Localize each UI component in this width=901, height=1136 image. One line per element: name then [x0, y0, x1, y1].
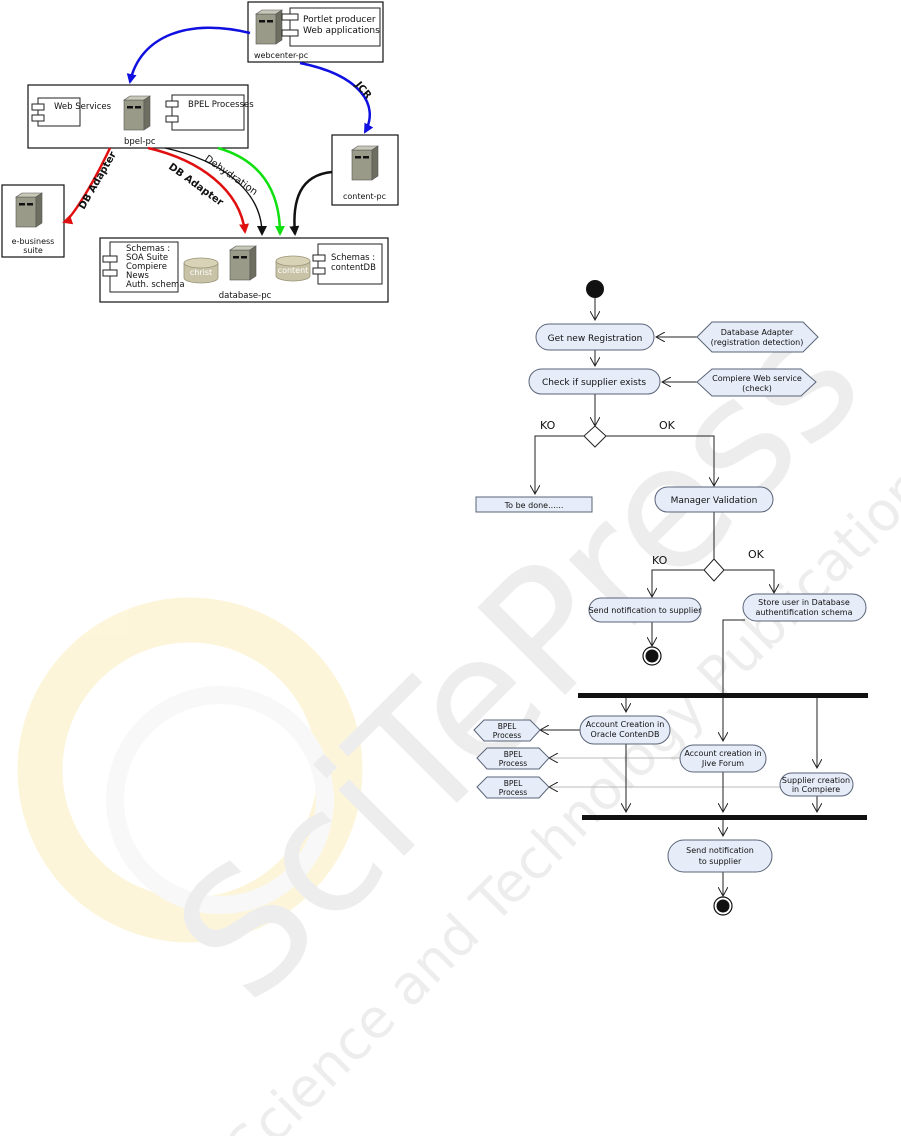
db-schema-left-0: Schemas : — [126, 244, 170, 254]
svg-text:Get new Registration: Get new Registration — [548, 334, 643, 344]
db-schema-left-2: Compiere — [126, 262, 167, 272]
server-icon — [229, 245, 257, 281]
db-schema-left-4: Auth. schema — [126, 280, 185, 290]
node-e-business-suite: e-business suite — [1, 184, 65, 258]
svg-text:Compiere Web service: Compiere Web service — [712, 374, 802, 383]
svg-text:to supplier: to supplier — [699, 857, 742, 866]
branch-label-ko-1: KO — [540, 419, 556, 432]
action-check-supplier: Check if supplier exists — [528, 368, 661, 395]
action-store-user: Store user in Database authentification … — [742, 593, 867, 622]
svg-text:in Compiere: in Compiere — [792, 785, 840, 794]
action-to-be-done: To be done...... — [475, 496, 593, 513]
server-icon — [123, 95, 151, 131]
content-host-label: content-pc — [343, 192, 386, 201]
edge-label-jcr: JCR — [352, 79, 373, 101]
action-send-notification: Send notification to supplier — [588, 597, 703, 623]
decision-manager — [703, 558, 725, 582]
action-get-registration: Get new Registration — [535, 323, 655, 351]
bpel-component-web-services: Web Services — [54, 102, 112, 112]
edge-bpel-ebusiness — [62, 147, 112, 225]
svg-text:To be done......: To be done...... — [504, 501, 564, 510]
svg-text:BPEL: BPEL — [504, 779, 523, 788]
svg-text:Send notification: Send notification — [686, 846, 754, 855]
branch-label-ko-2: KO — [652, 554, 668, 567]
svg-text:Process: Process — [499, 759, 528, 768]
action-manager-validation: Manager Validation — [654, 486, 774, 513]
svg-text:Store user in Database: Store user in Database — [758, 598, 850, 607]
db-schema-right-0: Schemas : — [331, 253, 375, 263]
webcenter-component-2: Web applications — [303, 26, 380, 36]
bpel-component-bpel-processes: BPEL Processes — [188, 100, 254, 110]
svg-text:Process: Process — [499, 788, 528, 797]
db-schema-left-1: SOA Suite — [126, 253, 168, 263]
service-compiere-web-service: Compiere Web service (check) — [696, 368, 817, 397]
decision-supplier-exists — [583, 425, 607, 448]
service-bpel-process-1: BPEL Process — [473, 719, 541, 742]
action-account-jive: Account creation in Jive Forum — [679, 744, 767, 773]
svg-text:Process: Process — [493, 731, 522, 740]
svg-text:(check): (check) — [742, 384, 772, 393]
join-bar — [582, 815, 867, 820]
node-webcenter-pc: Portlet producer Web applications webcen… — [247, 1, 384, 63]
svg-text:Database Adapter: Database Adapter — [721, 328, 794, 337]
svg-text:Send notification to supplier: Send notification to supplier — [589, 606, 703, 615]
svg-text:Account creation in: Account creation in — [684, 749, 761, 758]
database-host-label: database-pc — [219, 291, 272, 301]
edge-content-database — [289, 170, 333, 236]
server-icon — [351, 145, 379, 181]
node-database-pc: Schemas : SOA Suite Compiere News Auth. … — [99, 237, 389, 303]
node-content-pc: content-pc — [331, 134, 399, 206]
fork-bar — [578, 693, 868, 698]
svg-text:Account Creation in: Account Creation in — [586, 720, 665, 729]
db-schema-left-3: News — [126, 271, 150, 281]
svg-text:Jive Forum: Jive Forum — [701, 759, 744, 768]
db-christ-label: christ — [190, 268, 212, 277]
server-icon — [15, 192, 43, 228]
end-node — [642, 646, 662, 666]
svg-text:BPEL: BPEL — [498, 722, 517, 731]
node-bpel-pc: Web Services BPEL Processes bpel-pc — [27, 84, 254, 149]
start-node — [586, 280, 604, 298]
ebusiness-host-line1: e-business — [12, 237, 55, 246]
ebusiness-host-line2: suite — [23, 246, 43, 255]
publisher-watermark: SciTePress Science and Technology Public… — [17, 279, 901, 1136]
db-content-label: content — [278, 266, 309, 275]
svg-text:Check if supplier exists: Check if supplier exists — [542, 378, 646, 388]
svg-text:BPEL: BPEL — [504, 750, 523, 759]
action-supplier-compiere: Supplier creation in Compiere — [779, 772, 854, 797]
svg-text:Oracle ContenDB: Oracle ContenDB — [591, 730, 660, 739]
bpel-host-label: bpel-pc — [124, 137, 156, 147]
edge-label-db-adapter-left: DB Adapter — [77, 150, 119, 212]
svg-text:(registration detection): (registration detection) — [711, 338, 804, 347]
branch-label-ok-1: OK — [659, 419, 676, 432]
action-account-contendb: Account Creation in Oracle ContenDB — [579, 715, 671, 745]
webcenter-component-1: Portlet producer — [303, 15, 376, 25]
edge-webcenter-bpel — [126, 26, 251, 84]
activity-flows — [535, 298, 817, 896]
svg-text:Supplier creation: Supplier creation — [782, 776, 850, 785]
edge-bpel-database-green — [217, 146, 285, 236]
webcenter-host-label: webcenter-pc — [254, 51, 308, 60]
action-final-notification: Send notification to supplier — [667, 839, 773, 873]
end-node — [713, 896, 733, 916]
svg-text:Manager Validation: Manager Validation — [671, 496, 758, 506]
branch-label-ok-2: OK — [748, 548, 765, 561]
service-bpel-process-2: BPEL Process — [476, 747, 550, 770]
edge-dehydration — [164, 147, 267, 236]
service-bpel-process-3: BPEL Process — [476, 776, 550, 799]
server-icon — [255, 9, 283, 45]
svg-text:authentification schema: authentification schema — [756, 608, 853, 617]
db-schema-right-1: contentDB — [331, 263, 376, 273]
service-database-adapter: Database Adapter (registration detection… — [696, 321, 819, 353]
edge-bpel-database — [147, 146, 250, 234]
edge-webcenter-content — [299, 61, 374, 134]
